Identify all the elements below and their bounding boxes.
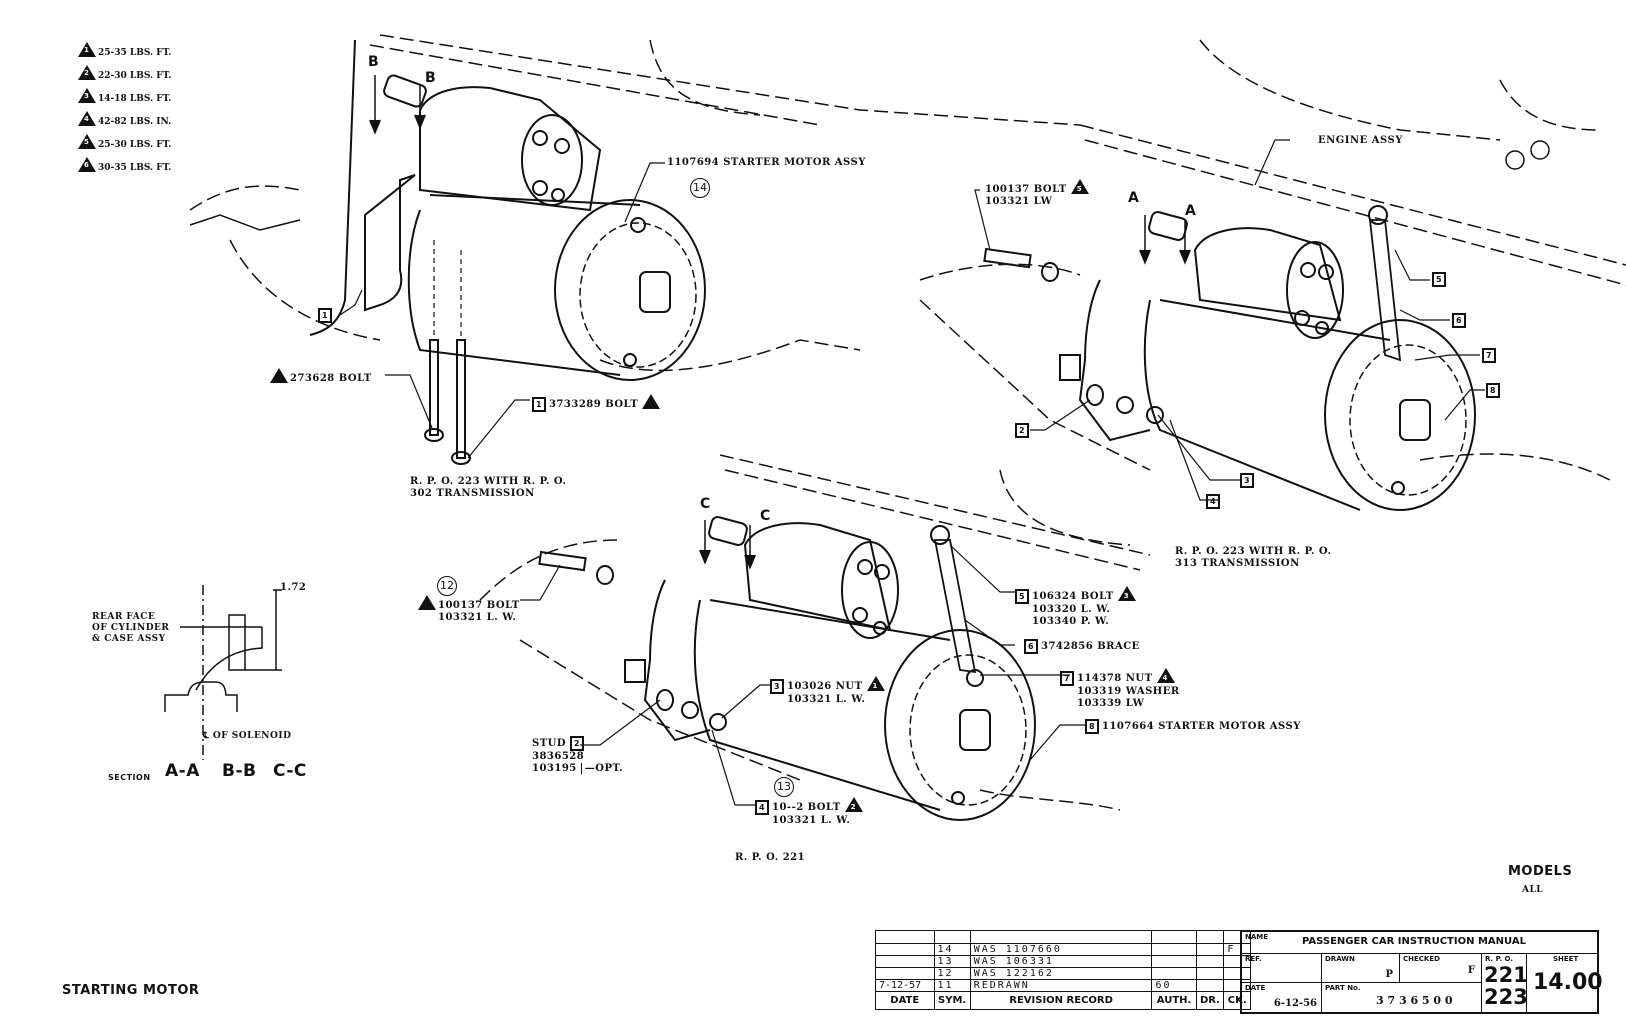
callout-1: 1: [318, 308, 335, 323]
revision-circle-13: 13: [774, 775, 794, 797]
engine-assy-label: ENGINE ASSY: [1318, 135, 1403, 146]
section-b-b: B-B: [222, 761, 257, 781]
view1-bellhousing: [309, 39, 356, 336]
view3-bolt: [538, 550, 614, 585]
manual-name: PASSENGER CAR INSTRUCTION MANUAL: [1302, 936, 1526, 947]
view2-bolt: [983, 247, 1059, 282]
part-no-cell: PART No.3 7 3 6 5 0 0: [1322, 983, 1482, 1012]
name-cell: NAME PASSENGER CAR INSTRUCTION MANUAL: [1242, 932, 1597, 954]
section-a-a: A-A: [165, 761, 200, 781]
view2-engine-outline: [919, 39, 1626, 481]
section-c-c: C-C: [273, 761, 307, 781]
revision-circle-12: 12: [437, 574, 457, 596]
view1-bolts: [424, 240, 471, 465]
view1-solenoid: [419, 86, 602, 212]
view3-engine-outline: [479, 454, 1151, 811]
callout-7: 7: [1482, 348, 1499, 363]
view2-motor-body: [1059, 205, 1476, 511]
torque-triangle-icon: 4: [78, 111, 96, 126]
section-mark-b: B: [425, 70, 437, 86]
section-mark-c: C: [700, 496, 711, 512]
view2-solenoid: [1193, 227, 1344, 339]
view3-caption: R. P. O. 221: [735, 852, 806, 863]
revision-circle-14: 14: [690, 176, 710, 198]
torque-triangle-icon: 3: [78, 88, 96, 103]
torque-triangle-icon: 2: [78, 65, 96, 80]
bolt-273628-label: 273628 BOLT: [270, 368, 372, 385]
section-mark-a: A: [1128, 190, 1140, 206]
torque-triangle-icon: 6: [78, 157, 96, 172]
callout-5: 5: [1432, 272, 1449, 287]
callout-4: 4: [1206, 494, 1223, 509]
dimension-label: 1.72: [280, 582, 307, 593]
ref-cell: REF.: [1242, 954, 1322, 983]
view2-caption: R. P. O. 223 WITH R. P. O.313 TRANSMISSI…: [1175, 546, 1332, 569]
solenoid-centerline-label: ℄ OF SOLENOID: [203, 731, 292, 741]
section-detail: [164, 585, 282, 760]
section-mark-c: C: [760, 508, 771, 524]
view3-solenoid: [743, 522, 899, 639]
view1-engine-outline: [189, 34, 1081, 372]
callout-6: 6: [1452, 313, 1469, 328]
section-label: SECTION: [108, 773, 151, 782]
sheet-number: 14.00: [1533, 970, 1603, 995]
callout-2: 2: [1015, 423, 1032, 438]
view1-motor-body: [364, 74, 706, 381]
models-label: MODELS: [1508, 864, 1573, 879]
torque-triangle-icon: [642, 394, 661, 409]
view1-caption: R. P. O. 223 WITH R. P. O.302 TRANSMISSI…: [410, 476, 567, 499]
torque-triangle-icon: [270, 368, 288, 383]
section-mark-a: A: [1185, 203, 1197, 219]
callout-8: 8: [1486, 383, 1503, 398]
callout-3: 3: [1240, 473, 1257, 488]
view3-motor-body: [624, 516, 1036, 821]
sheet-cell: SHEET 14.00: [1533, 955, 1603, 995]
page-title: STARTING MOTOR: [62, 983, 200, 998]
title-block: NAME PASSENGER CAR INSTRUCTION MANUAL RE…: [1240, 930, 1603, 1014]
starter-motor-label-v1: 1107694 STARTER MOTOR ASSY: [667, 157, 866, 168]
torque-triangle-icon: 1: [78, 42, 96, 57]
section-mark-b: B: [368, 54, 380, 70]
models-value: ALL: [1522, 885, 1544, 895]
torque-triangle-icon: 5: [78, 134, 96, 149]
